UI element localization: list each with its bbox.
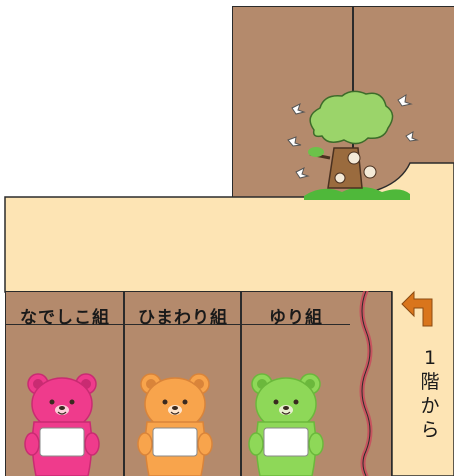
stairs-label-char: ら (420, 419, 440, 441)
bear-icon (24, 373, 100, 476)
stairs-label: 1 階 か ら (418, 346, 442, 442)
room-label: なでしこ組 (20, 308, 110, 328)
room-divider (123, 291, 125, 476)
room-nadeshiko[interactable]: なでしこ組 (5, 291, 125, 476)
stairs-label-char: か (420, 395, 440, 417)
stairs-label-char: 階 (420, 371, 440, 393)
bear-icon (137, 373, 213, 476)
bear-icon (248, 373, 324, 476)
tree-icon (287, 90, 419, 200)
room-label: ゆり組 (269, 308, 323, 328)
room-divider (240, 291, 242, 476)
stairs-label-char: 1 (423, 347, 437, 369)
room-yuri[interactable]: ゆり組 (242, 291, 392, 476)
room-himawari[interactable]: ひまわり組 (125, 291, 241, 476)
sliding-door (359, 291, 373, 476)
turn-arrow-icon (401, 290, 433, 327)
room-label: ひまわり組 (138, 308, 228, 328)
